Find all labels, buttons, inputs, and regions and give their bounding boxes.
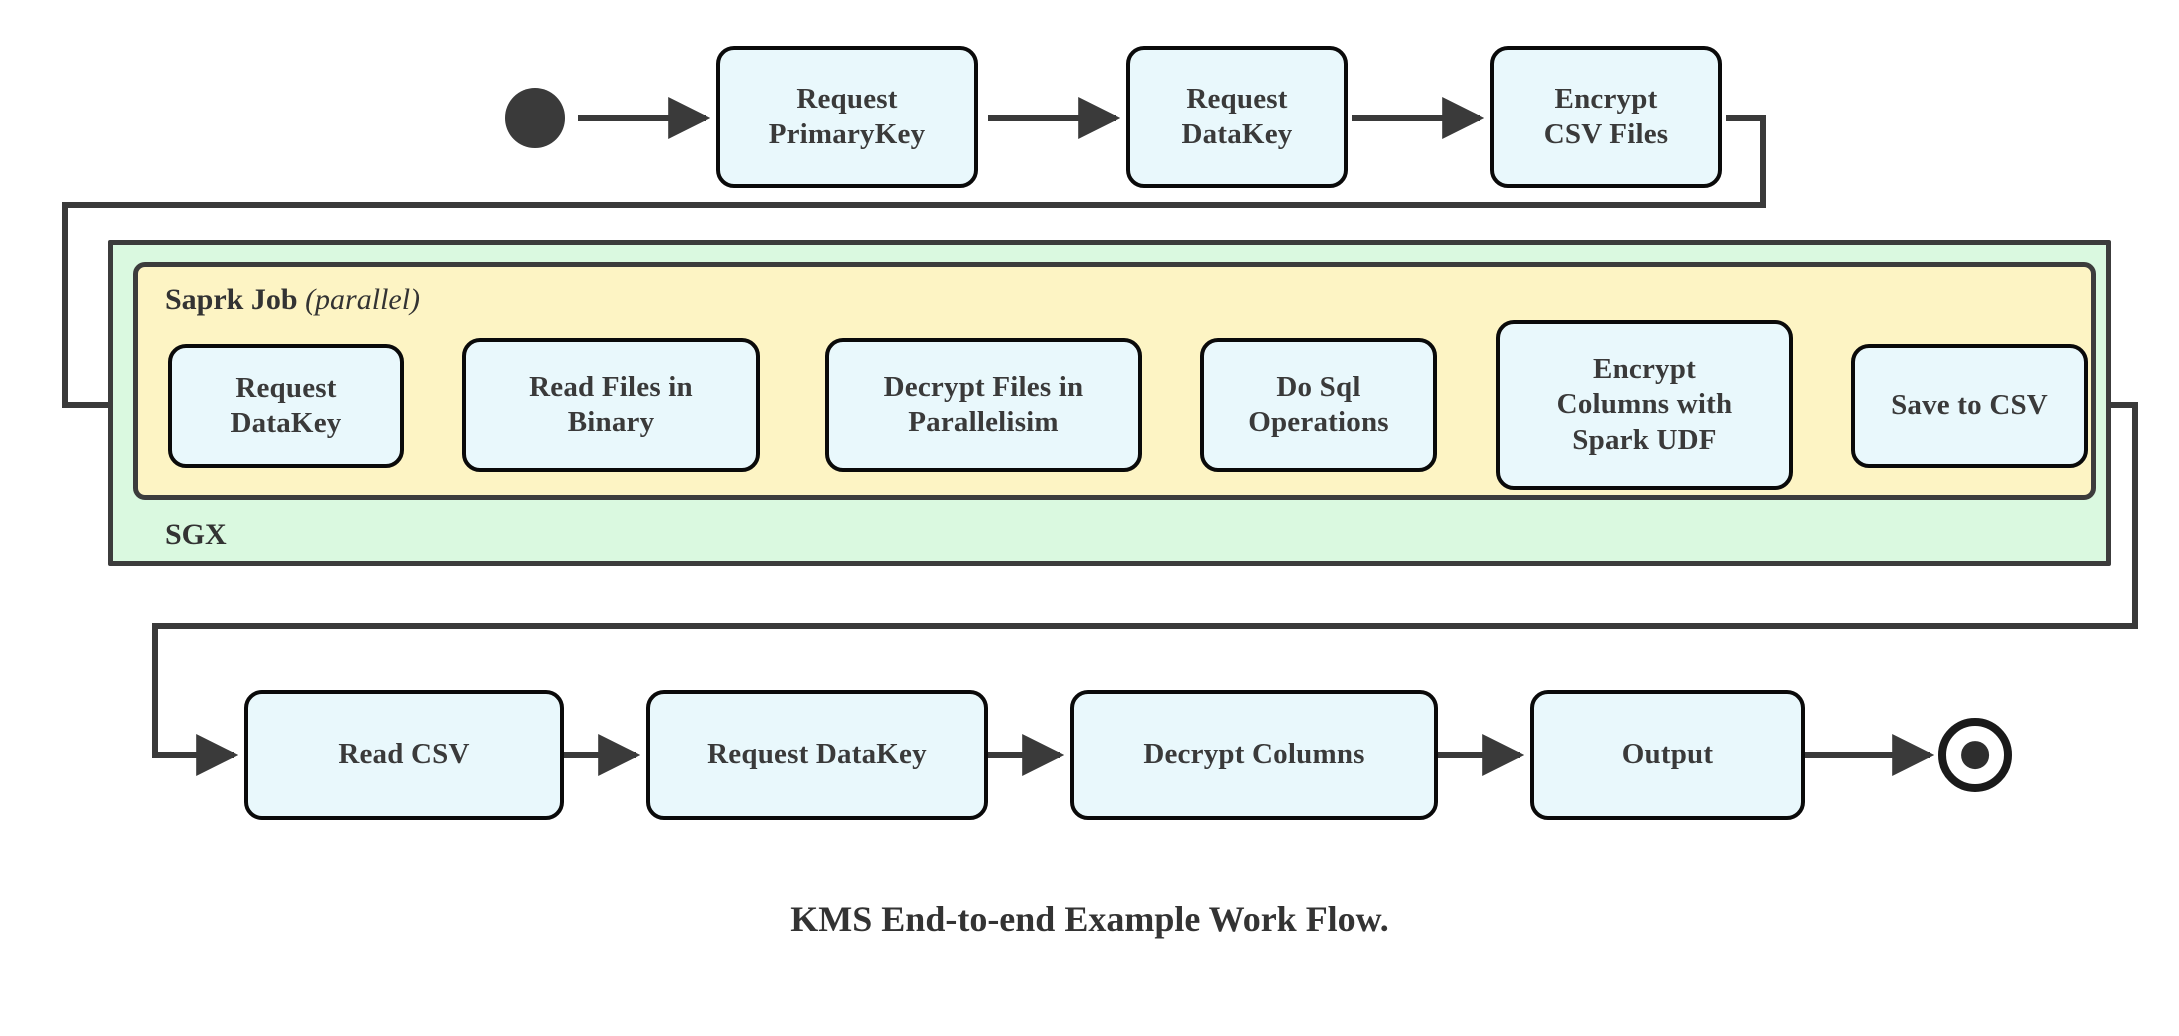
node-label: Request DataKey [230, 371, 342, 439]
node-label: Encrypt CSV Files [1543, 82, 1669, 150]
node-decrypt-columns[interactable]: Decrypt Columns [1070, 690, 1438, 820]
sgx-label-text: SGX [165, 518, 227, 551]
node-label: Decrypt Files in Parallelisim [883, 370, 1084, 438]
node-label: Request PrimaryKey [768, 82, 926, 150]
node-save-to-csv[interactable]: Save to CSV [1851, 344, 2088, 468]
spark-job-label: Saprk Job (parallel) [165, 283, 420, 317]
spark-job-qualifier: (parallel) [305, 283, 421, 316]
node-encrypt-columns-with-spark-udf[interactable]: Encrypt Columns with Spark UDF [1496, 320, 1793, 490]
node-read-files-in-binary[interactable]: Read Files in Binary [462, 338, 760, 472]
node-request-datakey-spark[interactable]: Request DataKey [168, 344, 404, 468]
node-label: Save to CSV [1891, 389, 2048, 422]
node-request-datakey-bottom[interactable]: Request DataKey [646, 690, 988, 820]
end-state-ring [1938, 718, 2012, 792]
node-label: Output [1621, 738, 1714, 771]
sgx-label: SGX [165, 518, 227, 552]
node-output[interactable]: Output [1530, 690, 1805, 820]
node-do-sql-operations[interactable]: Do Sql Operations [1200, 338, 1437, 472]
end-state-inner-dot [1961, 741, 1989, 769]
node-request-datakey-top[interactable]: Request DataKey [1126, 46, 1348, 188]
node-decrypt-files-in-parallelisim[interactable]: Decrypt Files in Parallelisim [825, 338, 1142, 472]
start-state-dot [505, 88, 565, 148]
node-label: Decrypt Columns [1143, 738, 1365, 771]
node-label: Read CSV [338, 738, 470, 771]
node-label: Encrypt Columns with Spark UDF [1556, 352, 1733, 456]
node-label: Do Sql Operations [1248, 370, 1389, 438]
node-label: Request DataKey [707, 738, 927, 771]
diagram-caption: KMS End-to-end Example Work Flow. [790, 899, 1389, 939]
node-encrypt-csv-files[interactable]: Encrypt CSV Files [1490, 46, 1722, 188]
spark-job-title: Saprk Job [165, 283, 298, 316]
node-read-csv[interactable]: Read CSV [244, 690, 564, 820]
node-label: Read Files in Binary [529, 370, 693, 438]
node-request-primarykey[interactable]: Request PrimaryKey [716, 46, 978, 188]
node-label: Request DataKey [1181, 82, 1293, 150]
